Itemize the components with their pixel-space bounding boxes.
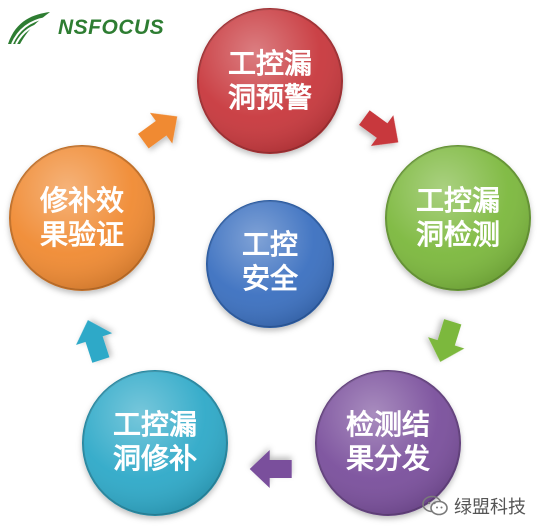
wechat-icon xyxy=(422,495,448,516)
node-label-warning: 工控漏 洞预警 xyxy=(227,47,312,114)
center-node xyxy=(206,200,334,328)
node-publish xyxy=(315,370,461,516)
node-gloss-warning xyxy=(198,9,342,153)
node-label-verify: 修补效 果验证 xyxy=(39,184,124,251)
arrow-warning-to-detect xyxy=(359,110,399,146)
node-detect xyxy=(385,145,531,291)
node-gloss-publish xyxy=(316,371,460,515)
nsfocus-leaf-icon xyxy=(8,12,50,45)
node-warning xyxy=(197,8,343,154)
node-gloss-fix xyxy=(83,371,227,515)
node-label-fix: 工控漏 洞修补 xyxy=(112,408,197,475)
node-gloss-detect xyxy=(386,146,530,290)
arrow-publish-to-fix xyxy=(249,450,292,488)
center-label: 工控 安全 xyxy=(241,228,298,295)
node-label-publish: 检测结 果分发 xyxy=(345,408,430,475)
node-label-detect: 工控漏 洞检测 xyxy=(415,184,500,251)
center-gloss xyxy=(207,201,333,327)
arrow-fix-to-verify xyxy=(76,320,113,363)
arrow-detect-to-publish xyxy=(428,319,465,362)
watermark-text: 绿盟科技 xyxy=(454,497,526,518)
node-fix xyxy=(82,370,228,516)
node-verify xyxy=(9,145,155,291)
logo-text: NSFOCUS xyxy=(58,16,165,39)
node-gloss-verify xyxy=(10,146,154,290)
arrow-verify-to-warning xyxy=(138,112,178,149)
watermark: 绿盟科技 xyxy=(422,493,526,519)
nsfocus-logo: NSFOCUS xyxy=(6,10,188,46)
arrows-layer xyxy=(76,110,465,488)
